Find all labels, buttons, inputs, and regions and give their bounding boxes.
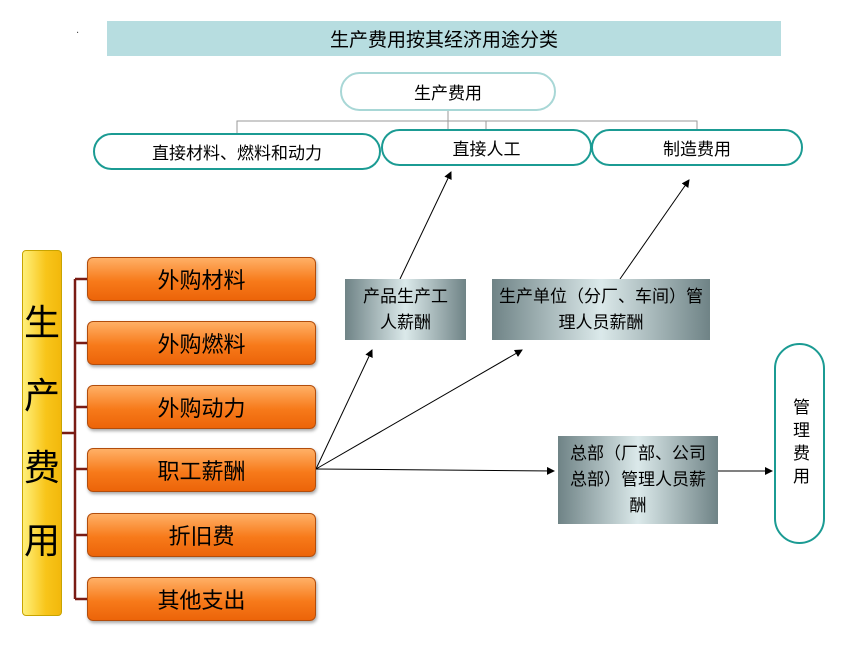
page-title: 生产费用按其经济用途分类 — [107, 21, 781, 56]
category-manufacturing-overhead: 制造费用 — [591, 129, 803, 166]
item-depreciation: 折旧费 — [87, 513, 316, 557]
root-node: 生产费用 — [340, 72, 556, 111]
item-purchased-materials: 外购材料 — [87, 257, 316, 301]
unit-manager-salary-box: 生产单位（分厂、车间）管理人员薪酬 — [492, 279, 710, 340]
side-char: 生 — [23, 302, 60, 344]
stray-dot: · — [76, 28, 80, 39]
arrow-salary-to-production — [315, 349, 373, 470]
production-worker-salary-box: 产品生产工人薪酬 — [345, 279, 466, 340]
category-direct-labor: 直接人工 — [381, 129, 592, 166]
left-tree — [62, 277, 87, 601]
side-production-cost-label: 生 产 费 用 — [22, 250, 62, 616]
side-char: 费 — [23, 448, 60, 490]
category-direct-materials: 直接材料、燃料和动力 — [93, 133, 381, 170]
arrow-salary-to-unit — [315, 349, 523, 470]
item-purchased-fuel: 外购燃料 — [87, 321, 316, 365]
management-expense-node: 管理费用 — [774, 343, 825, 544]
item-purchased-power: 外购动力 — [87, 385, 316, 429]
item-employee-salary: 职工薪酬 — [87, 448, 316, 492]
side-char: 用 — [23, 521, 60, 563]
arrow-production-to-direct-labor — [399, 171, 452, 280]
arrow-unit-to-overhead — [619, 179, 690, 280]
item-other-expenses: 其他支出 — [87, 577, 316, 621]
hq-manager-salary-box: 总部（厂部、公司总部）管理人员薪酬 — [558, 436, 718, 524]
side-char: 产 — [23, 375, 60, 417]
arrow-salary-to-hq — [315, 466, 555, 475]
top-bracket — [236, 111, 698, 133]
